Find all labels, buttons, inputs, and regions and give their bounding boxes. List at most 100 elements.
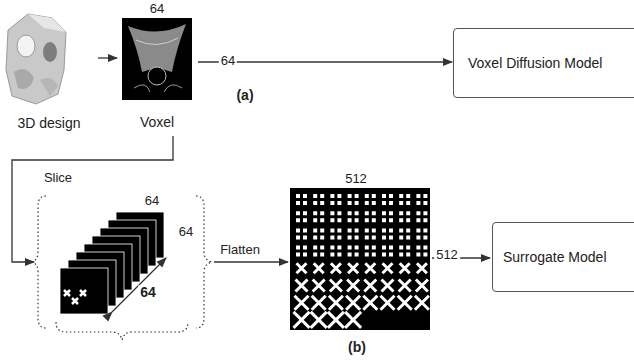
- dimension-label: 512: [434, 248, 460, 262]
- grid-cross: [297, 263, 307, 273]
- grid-tile: [330, 228, 341, 239]
- dimension-label: 64: [138, 285, 158, 300]
- process-box: Surrogate Model: [492, 222, 634, 292]
- grid-cross: [347, 280, 359, 292]
- grid-cross: [363, 296, 377, 310]
- left-brace: [32, 196, 46, 328]
- grid-tile: [399, 246, 410, 257]
- grid-tile: [382, 246, 393, 257]
- voxel-slice-edge: [136, 38, 178, 45]
- grid-tile: [416, 211, 427, 222]
- voxel-image: [122, 18, 192, 100]
- grid-tile: [330, 194, 341, 205]
- process-box: Voxel Diffusion Model: [453, 28, 634, 98]
- grid-tile: [348, 194, 359, 205]
- box-label: Voxel Diffusion Model: [468, 55, 602, 72]
- step-label: Flatten: [218, 243, 262, 257]
- grid-cross: [295, 296, 309, 310]
- grid-cross: [415, 296, 429, 310]
- grid-cross: [313, 280, 325, 292]
- grid-cross: [381, 296, 395, 310]
- grid-tile: [313, 194, 324, 205]
- grid-tile: [296, 246, 307, 257]
- grid-cross: [400, 263, 410, 273]
- grid-cross: [364, 280, 376, 292]
- panel-tag: (b): [346, 340, 368, 355]
- grid-tile: [365, 194, 376, 205]
- grid-cross: [314, 263, 324, 273]
- flow-arrow: [98, 57, 117, 58]
- grid-cross: [311, 312, 327, 328]
- slice-square: [60, 268, 108, 314]
- depth-arrow: [112, 258, 166, 312]
- dotted-brace: [32, 196, 212, 340]
- grid-tile: [416, 228, 427, 239]
- voxel-hole: [148, 67, 166, 85]
- grid-tile: [416, 194, 427, 205]
- dimension-label: 512: [343, 172, 369, 186]
- lattice-shade: [14, 69, 34, 89]
- right-brace: [196, 196, 212, 328]
- grid-cross: [345, 312, 361, 328]
- grid-cross: [330, 280, 342, 292]
- grid-tile: [416, 246, 427, 257]
- image-caption: 3D design: [17, 115, 80, 132]
- lattice-hole: [43, 42, 57, 62]
- grid-cross: [383, 263, 393, 273]
- grid-cross: [329, 296, 343, 310]
- grid-tile: [296, 228, 307, 239]
- grid-tile: [348, 228, 359, 239]
- grid-tile: [399, 228, 410, 239]
- grid-cross: [416, 280, 428, 292]
- grid-cross: [365, 263, 375, 273]
- grid-cross: [296, 280, 308, 292]
- dimension-label: 64: [143, 194, 161, 208]
- flatten-arrow: [214, 261, 288, 262]
- voxel-image: Voxel: [118, 16, 196, 131]
- flattened-image: [290, 188, 430, 330]
- lattice-top: [28, 14, 66, 32]
- voxel-ground: [122, 18, 192, 100]
- grid-cross: [346, 296, 360, 310]
- box-label: Surrogate Model: [503, 249, 607, 266]
- grid-tile: [330, 246, 341, 257]
- slice-stack: [60, 212, 164, 314]
- grid-tile: [382, 228, 393, 239]
- grid-cross: [417, 263, 427, 273]
- voxel-slice-edge: [134, 85, 182, 92]
- panel-tag: (a): [234, 88, 255, 103]
- lattice-shade: [40, 78, 58, 96]
- step-label: Slice: [42, 171, 74, 185]
- grid-tile: [365, 211, 376, 222]
- grid-tile: [399, 211, 410, 222]
- dimension-label: 64: [177, 225, 195, 239]
- design-illustration: 3D design: [2, 8, 96, 132]
- dimension-label: 64: [219, 54, 237, 68]
- flattened-ground: [290, 188, 430, 330]
- grid-tile: [313, 211, 324, 222]
- slice-pattern: [72, 298, 78, 304]
- lattice-illustration: [6, 14, 66, 104]
- grid-tile: [382, 194, 393, 205]
- grid-cross: [348, 263, 358, 273]
- image-caption: Voxel: [140, 114, 174, 131]
- grid-tile: [330, 211, 341, 222]
- lattice-body: [6, 14, 66, 104]
- grid-cross: [399, 280, 411, 292]
- grid-tile: [296, 194, 307, 205]
- grid-cross: [398, 296, 412, 310]
- grid-tile: [382, 211, 393, 222]
- bottom-brace: [56, 322, 188, 340]
- voxel-slice-shape: [128, 24, 186, 72]
- grid-tile: [348, 246, 359, 257]
- grid-cross: [294, 312, 310, 328]
- grid-tile: [296, 211, 307, 222]
- grid-cross: [382, 280, 394, 292]
- grid-tile: [348, 211, 359, 222]
- grid-tile: [399, 194, 410, 205]
- grid-cross: [331, 263, 341, 273]
- grid-tile: [313, 246, 324, 257]
- grid-cross: [328, 312, 344, 328]
- dimension-label: 64: [148, 2, 166, 16]
- grid-cross: [312, 296, 326, 310]
